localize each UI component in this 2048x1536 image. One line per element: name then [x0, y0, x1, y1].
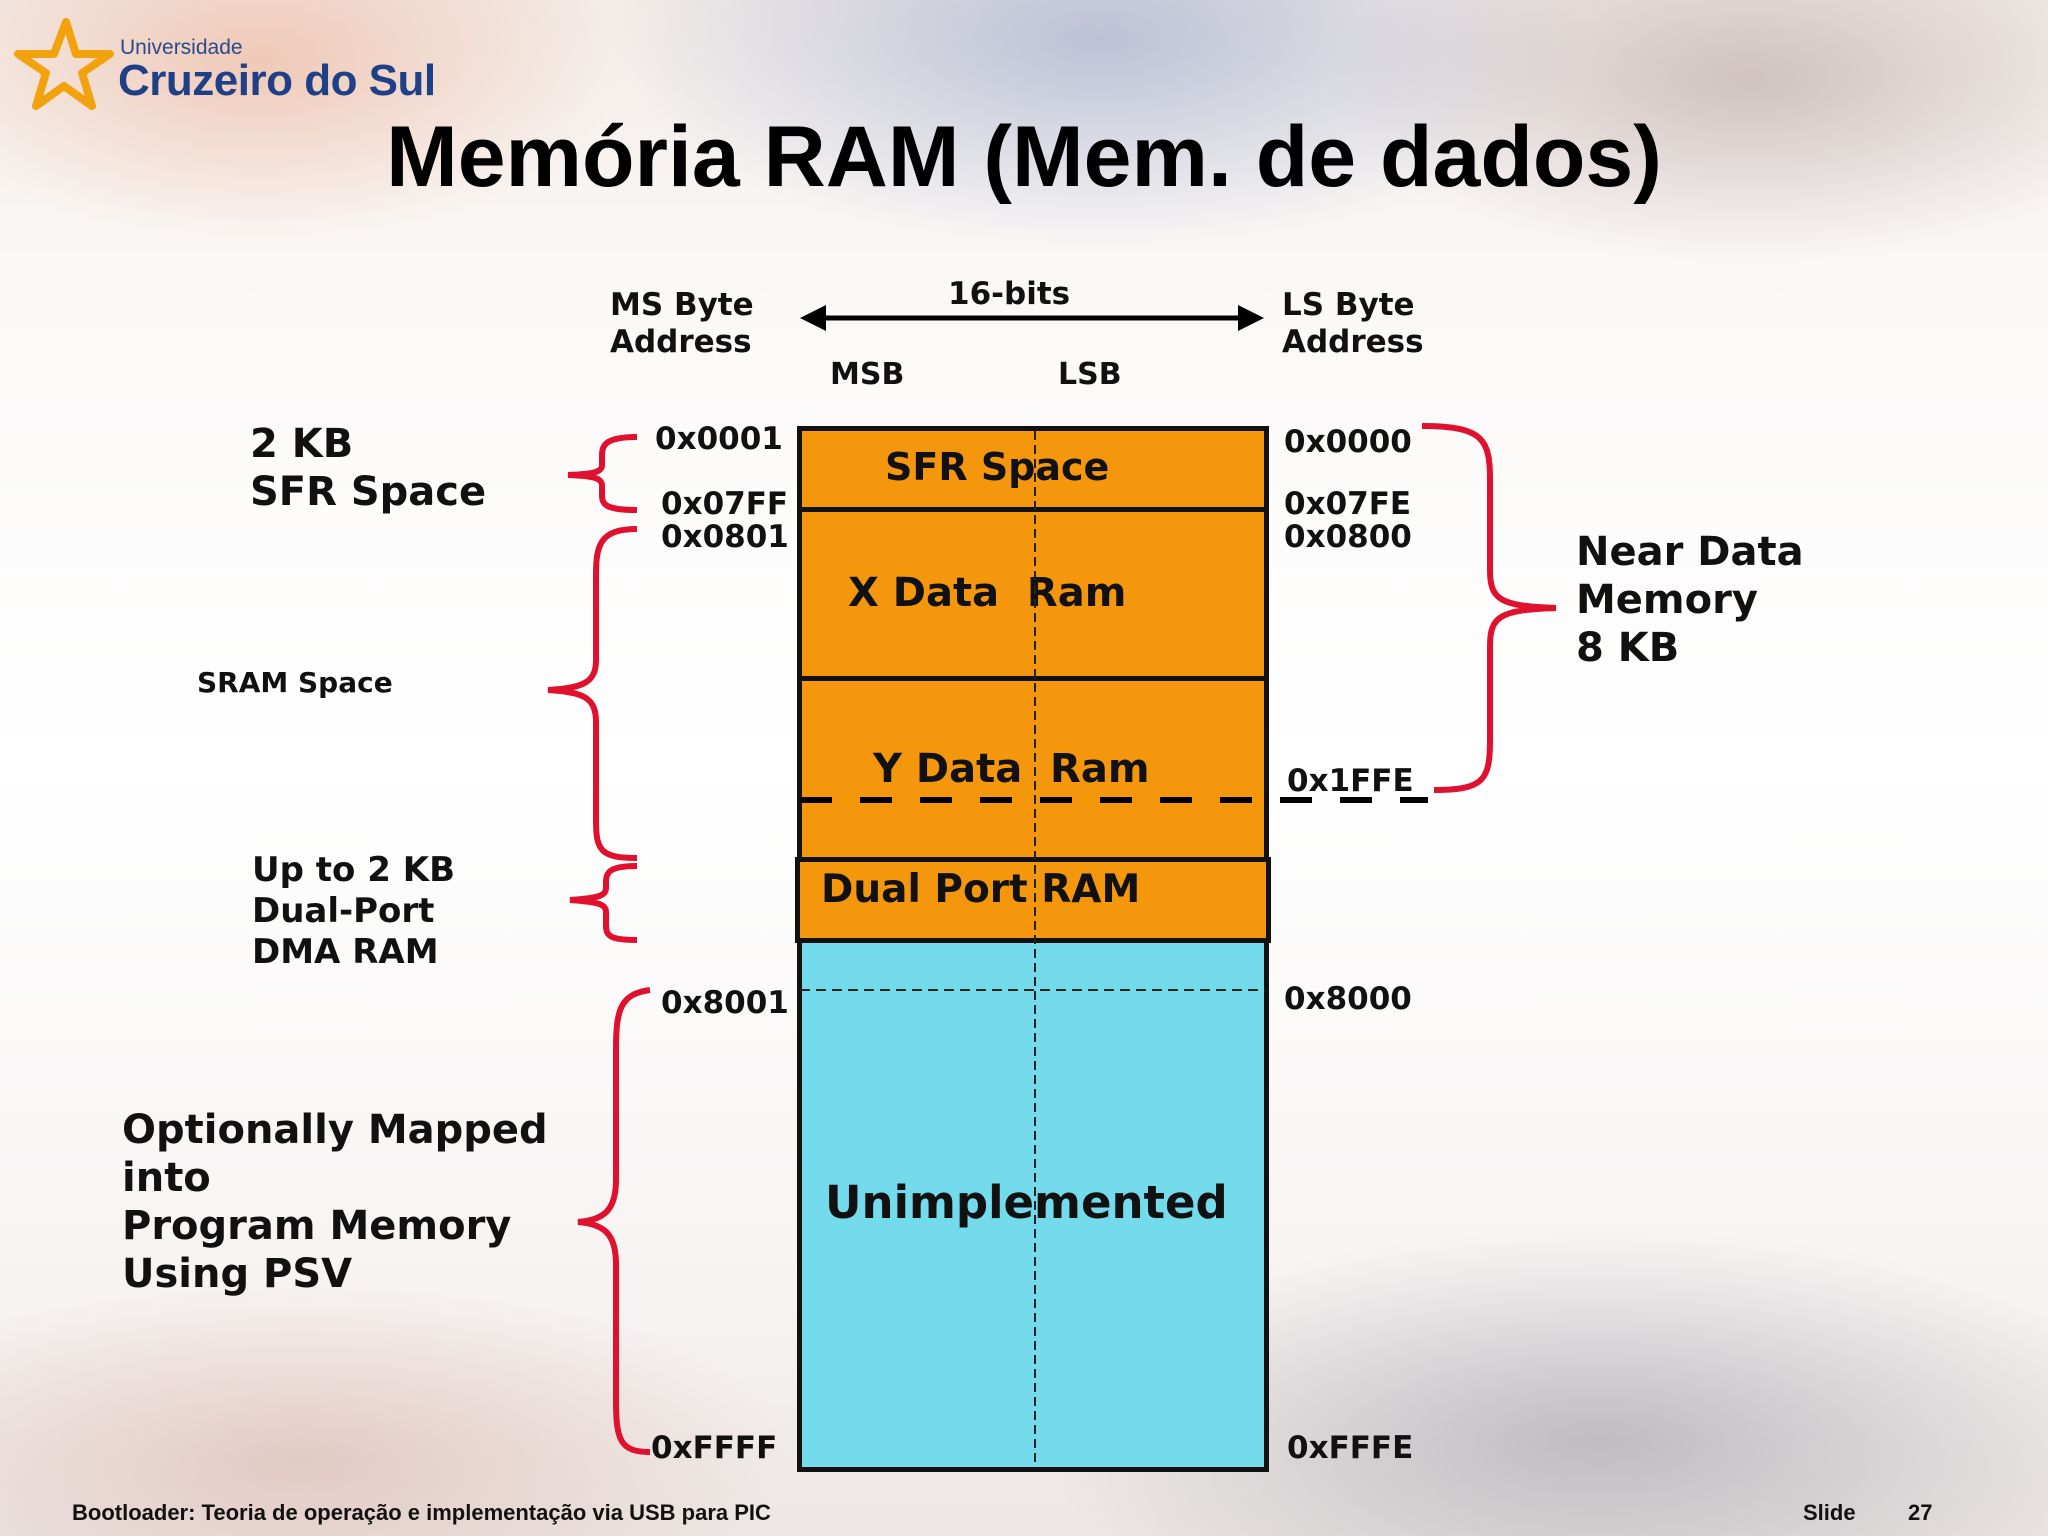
- sfr-brace-icon: [567, 434, 638, 513]
- logo-university-label: Universidade: [120, 36, 243, 59]
- address-0x0800: 0x0800: [1284, 519, 1412, 555]
- y-data-ram-label: Y Data Ram: [873, 746, 1150, 792]
- address-0x0801: 0x0801: [661, 519, 789, 555]
- footer-slide-number: 27: [1908, 1500, 1933, 1525]
- x-data-ram-label: X Data Ram: [848, 570, 1127, 616]
- near-data-brace-icon: [1421, 423, 1557, 793]
- address-0xfffe: 0xFFFE: [1287, 1430, 1414, 1466]
- dual-port-ram-label: Dual Port RAM: [821, 867, 1141, 912]
- msb-label: MSB: [830, 357, 905, 392]
- logo-university-name: Cruzeiro do Sul: [118, 56, 436, 105]
- address-0x07fe: 0x07FE: [1284, 486, 1412, 522]
- address-0x8001: 0x8001: [661, 985, 789, 1021]
- lsb-label: LSB: [1058, 357, 1122, 392]
- address-0x0001: 0x0001: [655, 421, 783, 457]
- dma-brace-icon: [569, 863, 638, 943]
- address-0xffff: 0xFFFF: [651, 1430, 778, 1466]
- sram-space-label: SRAM Space: [197, 666, 393, 699]
- bits-label: 16-bits: [948, 276, 1071, 312]
- address-0x1ffe: 0x1FFE: [1287, 763, 1414, 799]
- unimplemented-region: [797, 938, 1269, 1472]
- unimplemented-label: Unimplemented: [825, 1176, 1228, 1229]
- sram-brace-icon: [547, 526, 638, 861]
- footer-slide-label: Slide: [1803, 1500, 1856, 1525]
- bit-width-arrow: [800, 305, 1264, 331]
- address-0x8000: 0x8000: [1284, 981, 1412, 1017]
- star-logo-icon: [14, 18, 114, 110]
- sfr-space-label: SFR Space: [885, 445, 1110, 489]
- slide-title: Memória RAM (Mem. de dados): [386, 109, 1662, 205]
- address-0x07ff: 0x07FF: [661, 486, 789, 522]
- psv-brace-icon: [577, 987, 651, 1455]
- footer-title: Bootloader: Teoria de operação e impleme…: [72, 1500, 771, 1525]
- address-0x0000: 0x0000: [1284, 424, 1412, 460]
